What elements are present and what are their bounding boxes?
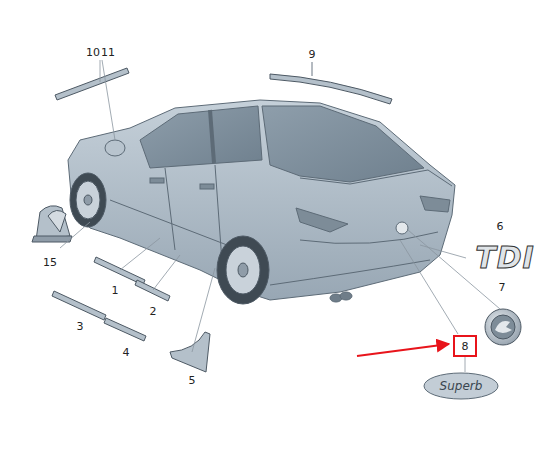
trim-strip <box>52 68 392 372</box>
callout-box: 8 <box>453 335 477 357</box>
model-badge: Superb <box>423 372 499 400</box>
callout-number: 6 <box>497 221 504 232</box>
leader-line <box>60 60 500 352</box>
badge-text: Superb <box>440 379 483 393</box>
callout-number: 5 <box>189 375 196 386</box>
pointer-arrow <box>357 344 449 356</box>
callout-number: 7 <box>499 282 506 293</box>
callout-number: 15 <box>43 257 57 268</box>
badge-lettering: TDI <box>475 243 535 273</box>
callout-number: 1 <box>112 285 119 296</box>
leader-line <box>465 357 466 372</box>
callout-number: 2 <box>150 306 157 317</box>
mud-flap <box>32 206 72 242</box>
badge-oval <box>424 373 498 399</box>
callout-number: 11 <box>101 47 115 58</box>
callout-number: 3 <box>77 321 84 332</box>
callout-number: 8 <box>462 340 469 353</box>
callout-number: 9 <box>309 49 316 60</box>
skoda-emblem <box>485 309 521 345</box>
callout-number: 4 <box>123 347 130 358</box>
callout-number: 10 <box>86 47 100 58</box>
wheel <box>70 173 269 304</box>
